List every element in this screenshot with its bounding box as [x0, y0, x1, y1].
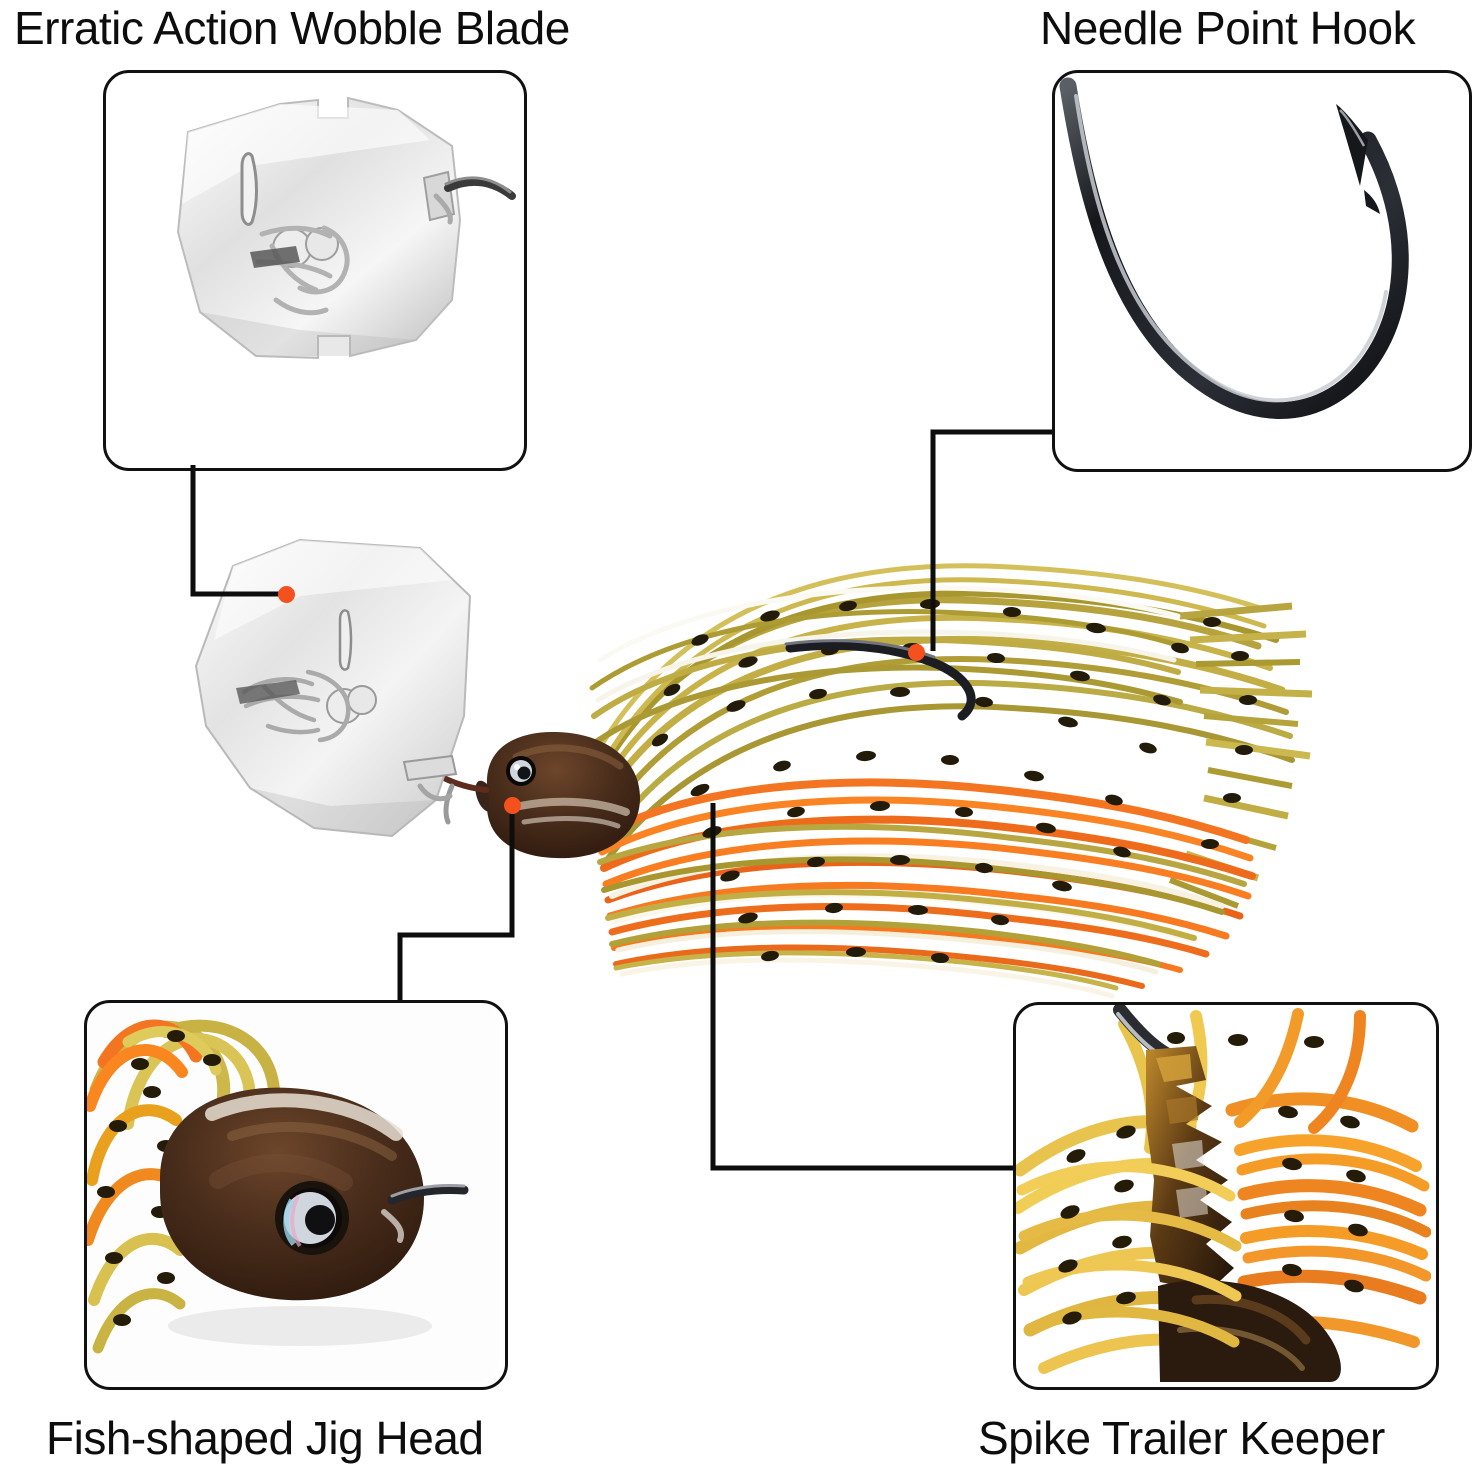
label-fish-shaped-jig-head: Fish-shaped Jig Head	[46, 1412, 484, 1464]
marker-dot-hook	[908, 644, 925, 661]
marker-dot-blade	[278, 586, 295, 603]
label-needle-point-hook: Needle Point Hook	[1040, 2, 1416, 54]
callout-box-hook	[1052, 70, 1472, 472]
callout-box-blade	[103, 70, 527, 471]
label-erratic-action-wobble-blade: Erratic Action Wobble Blade	[14, 2, 570, 54]
callout-box-jig-head	[84, 1000, 508, 1390]
label-spike-trailer-keeper: Spike Trailer Keeper	[978, 1412, 1385, 1464]
marker-dot-jig-head	[504, 797, 521, 814]
callout-box-spike	[1013, 1002, 1439, 1390]
